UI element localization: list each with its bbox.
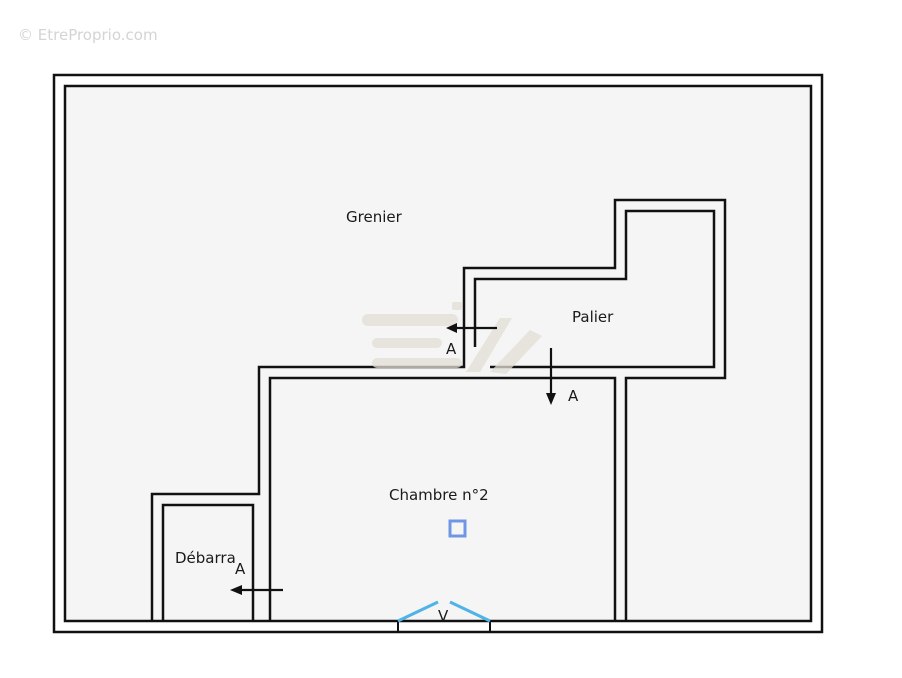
partition-wall-upper bbox=[150, 198, 727, 621]
room-label-palier: Palier bbox=[572, 308, 614, 326]
interior-floor bbox=[65, 86, 811, 621]
fixture-icon bbox=[448, 519, 467, 538]
room-label-grenier: Grenier bbox=[346, 208, 403, 226]
arrow-label-debarras-left: A bbox=[235, 560, 246, 578]
window-label: V bbox=[438, 607, 449, 625]
direction-arrow-down-palier bbox=[546, 348, 556, 405]
copyright-watermark: © EtreProprio.com bbox=[18, 26, 158, 44]
arrow-label-palier-left: A bbox=[446, 340, 457, 358]
logo-watermark bbox=[362, 302, 542, 374]
window bbox=[397, 600, 491, 632]
direction-arrow-left-debarras bbox=[230, 585, 283, 595]
arrow-label-palier-down: A bbox=[568, 387, 579, 405]
room-label-chambre: Chambre n°2 bbox=[389, 486, 489, 504]
direction-arrow-left-palier bbox=[446, 323, 497, 333]
room-label-debarras: Débarra bbox=[175, 549, 236, 567]
